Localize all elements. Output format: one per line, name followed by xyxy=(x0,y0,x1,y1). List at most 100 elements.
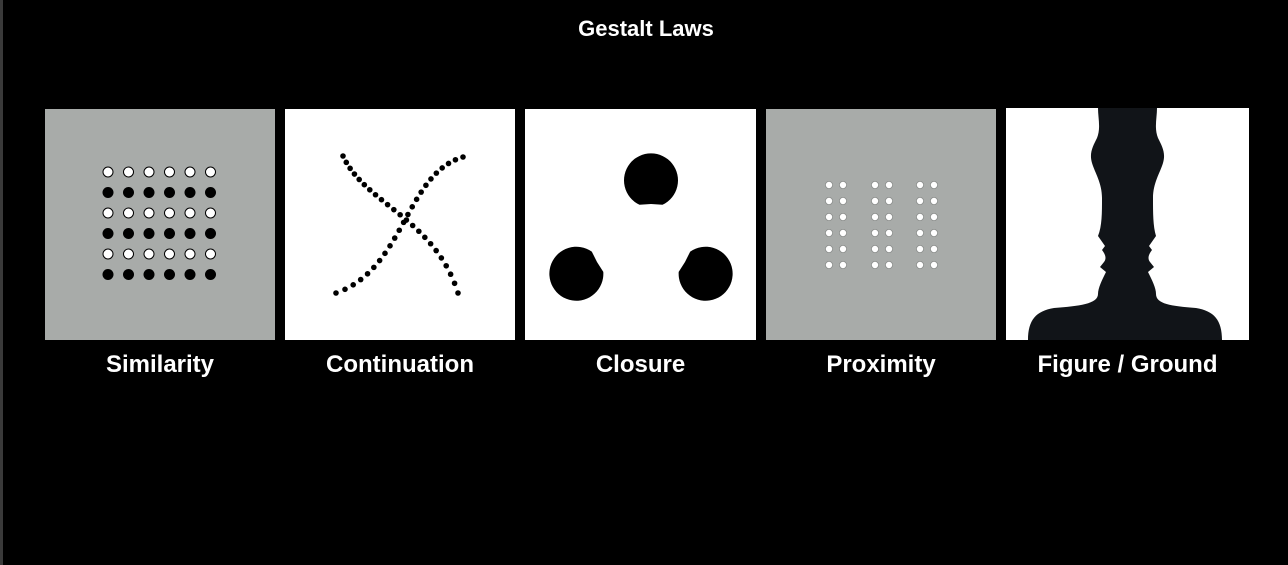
similarity-white-dot xyxy=(184,207,196,219)
proximity-dot xyxy=(929,260,938,269)
proximity-dot xyxy=(839,229,848,238)
similarity-panel xyxy=(45,109,275,340)
proximity-dot xyxy=(839,181,848,190)
similarity-white-dot xyxy=(164,207,175,219)
similarity-white-dot xyxy=(102,166,114,178)
similarity-white-dot xyxy=(184,248,196,260)
continuation-curve-a-dot xyxy=(433,247,439,254)
similarity-white-dot xyxy=(123,166,134,178)
proximity-dot xyxy=(885,229,894,238)
similarity-black-dot xyxy=(143,228,155,239)
proximity-dot xyxy=(929,197,938,206)
kanizsa-triangle-icon xyxy=(525,109,756,340)
similarity-black-dot xyxy=(102,187,114,198)
similarity-black-dot xyxy=(164,269,175,280)
proximity-dot xyxy=(885,197,894,206)
continuation-curve-b-dot xyxy=(387,243,393,249)
similarity-white-dot xyxy=(143,248,155,260)
closure-label: Closure xyxy=(595,351,686,378)
closure-background xyxy=(525,109,756,340)
continuation-panel xyxy=(285,109,515,340)
continuation-curve-a-dot xyxy=(443,262,450,269)
continuation-curve-a-dot xyxy=(372,191,379,198)
proximity-dot xyxy=(871,181,880,190)
continuation-curve-a-dot xyxy=(366,186,373,193)
similarity-black-dot xyxy=(205,228,216,239)
continuation-curve-b-dot xyxy=(439,165,445,171)
proximity-dot xyxy=(885,213,894,222)
continuation-curve-a-dot xyxy=(340,153,346,159)
similarity-black-dot xyxy=(123,228,134,239)
proximity-dot xyxy=(839,213,848,222)
continuation-curve-b-dot xyxy=(391,235,398,241)
continuation-curve-b-dot xyxy=(413,196,420,203)
similarity-white-dot xyxy=(205,248,216,260)
similarity-black-dot xyxy=(164,187,175,198)
proximity-dot xyxy=(871,213,880,222)
continuation-curve-b-dot xyxy=(357,276,364,283)
similarity-black-dot xyxy=(102,228,114,239)
continuation-curve-b-dot xyxy=(371,264,377,271)
similarity-black-dot xyxy=(184,187,196,198)
similarity-black-dot xyxy=(205,187,216,198)
proximity-dot xyxy=(929,244,938,253)
continuation-background xyxy=(285,109,515,340)
continuation-curve-a-dot xyxy=(455,290,461,296)
continuation-curve-b-dot xyxy=(342,286,348,293)
proximity-dot xyxy=(915,260,924,269)
similarity-dot-grid-icon xyxy=(45,109,275,340)
continuation-curve-a-dot xyxy=(427,240,434,247)
proximity-dot xyxy=(915,197,924,206)
similarity-background xyxy=(45,109,275,340)
continuation-curve-a-dot xyxy=(438,255,445,261)
similarity-black-dot xyxy=(143,187,155,198)
continuation-curve-a-dot xyxy=(391,206,397,213)
similarity-black-dot xyxy=(184,269,196,280)
similarity-white-dot xyxy=(123,248,134,260)
similarity-black-dot xyxy=(143,269,155,280)
similarity-black-dot xyxy=(102,269,114,280)
continuation-curve-b-dot xyxy=(445,160,452,167)
continuation-curve-b-dot xyxy=(460,154,466,160)
similarity-white-dot xyxy=(205,207,216,219)
continuation-curve-a-dot xyxy=(422,234,428,241)
similarity-black-dot xyxy=(205,269,216,280)
proximity-dot xyxy=(825,181,834,190)
proximity-dot xyxy=(885,181,894,190)
closure-pacman-left xyxy=(549,246,604,301)
similarity-white-dot xyxy=(205,166,216,178)
proximity-dot xyxy=(839,260,848,269)
proximity-dot xyxy=(825,244,834,253)
proximity-dot xyxy=(915,229,924,238)
similarity-label: Similarity xyxy=(105,351,215,378)
figure-ground-panel xyxy=(1006,108,1249,340)
continuation-curve-b-dot xyxy=(400,219,407,226)
continuation-curve-a-dot xyxy=(347,165,353,172)
continuation-curve-b-dot xyxy=(418,189,424,195)
proximity-dot xyxy=(885,244,894,253)
proximity-dot xyxy=(825,260,834,269)
continuation-curve-a-dot xyxy=(378,196,385,203)
proximity-dot xyxy=(871,244,880,253)
similarity-white-dot xyxy=(164,166,175,178)
continuation-curve-b-dot xyxy=(350,282,357,288)
continuation-curve-b-dot xyxy=(409,204,416,210)
window-edge xyxy=(0,0,3,565)
crossing-dotted-curves-icon xyxy=(285,109,515,340)
continuation-curve-b-dot xyxy=(333,290,339,296)
continuation-curve-b-dot xyxy=(396,227,403,234)
continuation-label: Continuation xyxy=(326,351,474,378)
proximity-dot xyxy=(871,229,880,238)
vase-silhouette xyxy=(1028,108,1222,340)
similarity-white-dot xyxy=(143,166,155,178)
proximity-background xyxy=(766,109,996,340)
continuation-curve-a-dot xyxy=(343,159,350,166)
continuation-curve-b-dot xyxy=(405,211,411,218)
similarity-black-dot xyxy=(164,228,175,239)
proximity-dot xyxy=(871,197,880,206)
figure-ground-label: Figure / Ground xyxy=(1037,351,1218,378)
continuation-curve-a-dot xyxy=(384,201,391,208)
continuation-curve-a-dot xyxy=(361,181,368,188)
continuation-curve-a-dot xyxy=(356,176,362,183)
proximity-dot xyxy=(929,181,938,190)
